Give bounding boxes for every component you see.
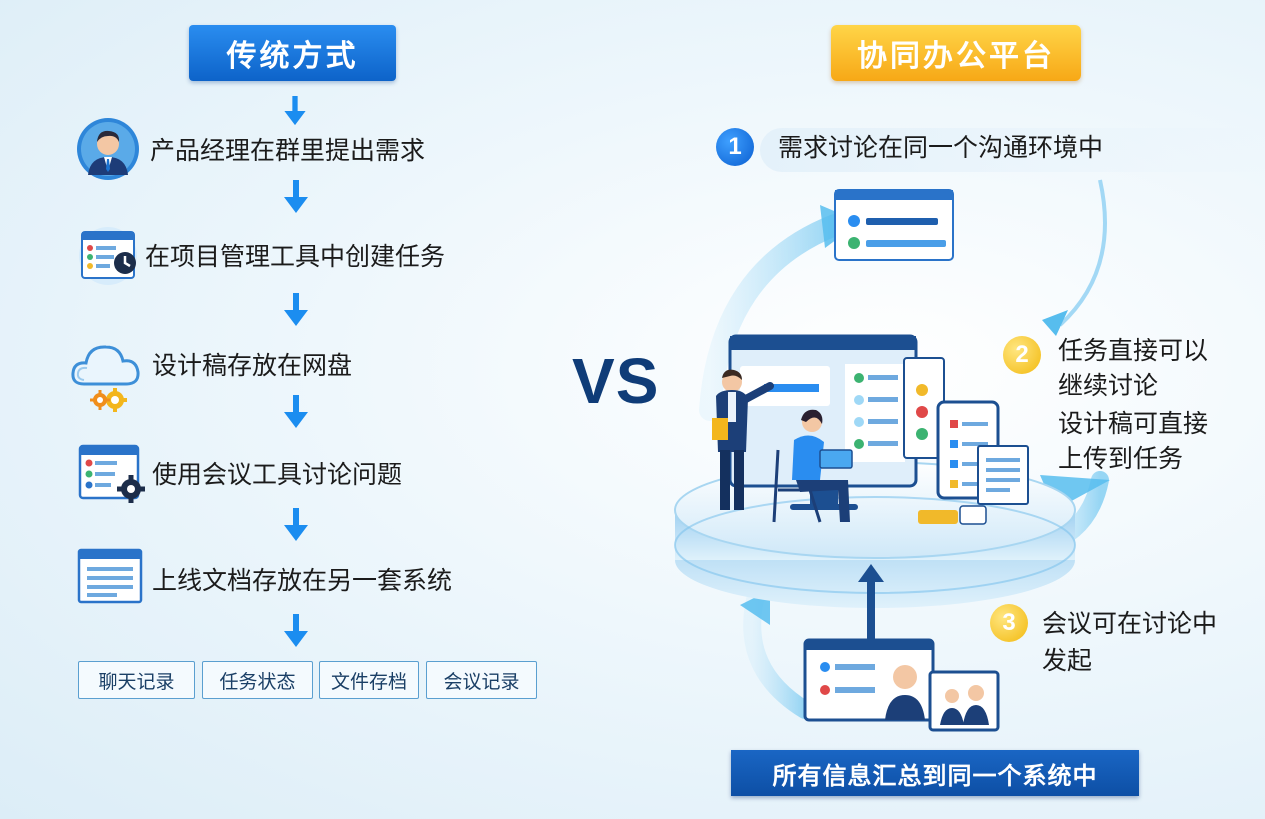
chip-chat-records: 聊天记录 [78,661,195,699]
down-arrow-icon [281,395,311,429]
point-2-line-2: 继续讨论 [1058,371,1159,400]
task-board-icon [79,227,137,285]
down-arrow-icon [281,180,311,214]
point-2-line-1: 任务直接可以 [1058,336,1209,365]
down-arrow-icon [281,96,309,126]
point-3-line-2: 发起 [1042,646,1093,675]
platform-header: 协同办公平台 [831,25,1081,81]
summary-banner: 所有信息汇总到同一个系统中 [731,750,1139,796]
down-arrow-icon [281,293,311,327]
chip-meeting-records: 会议记录 [426,661,537,699]
document-window-icon [77,548,143,604]
platform-illustration [674,179,1110,732]
manager-avatar-icon [77,118,139,180]
step-text: 产品经理在群里提出需求 [150,136,426,165]
meeting-settings-icon [78,444,145,503]
cloud-gear-icon [71,345,140,412]
chip-file-archive: 文件存档 [319,661,419,699]
vs-label: VS [572,345,660,417]
point-1-number: 1 [716,128,754,166]
traditional-header: 传统方式 [189,25,396,81]
point-3-number: 3 [990,604,1028,642]
down-arrow-icon [281,508,311,542]
down-arrow-icon [281,614,311,648]
point-2-line-4: 上传到任务 [1058,444,1184,473]
step-text: 上线文档存放在另一套系统 [152,566,453,595]
step-text: 设计稿存放在网盘 [152,351,353,380]
step-text: 在项目管理工具中创建任务 [145,242,446,271]
point-2-number: 2 [1003,336,1041,374]
point-3-line-1: 会议可在讨论中 [1042,609,1218,638]
step-text: 使用会议工具讨论问题 [152,460,403,489]
chip-task-status: 任务状态 [202,661,313,699]
point-1-band [760,128,1265,172]
point-1-text: 需求讨论在同一个沟通环境中 [778,133,1104,162]
point-2-line-3: 设计稿可直接 [1058,409,1209,438]
